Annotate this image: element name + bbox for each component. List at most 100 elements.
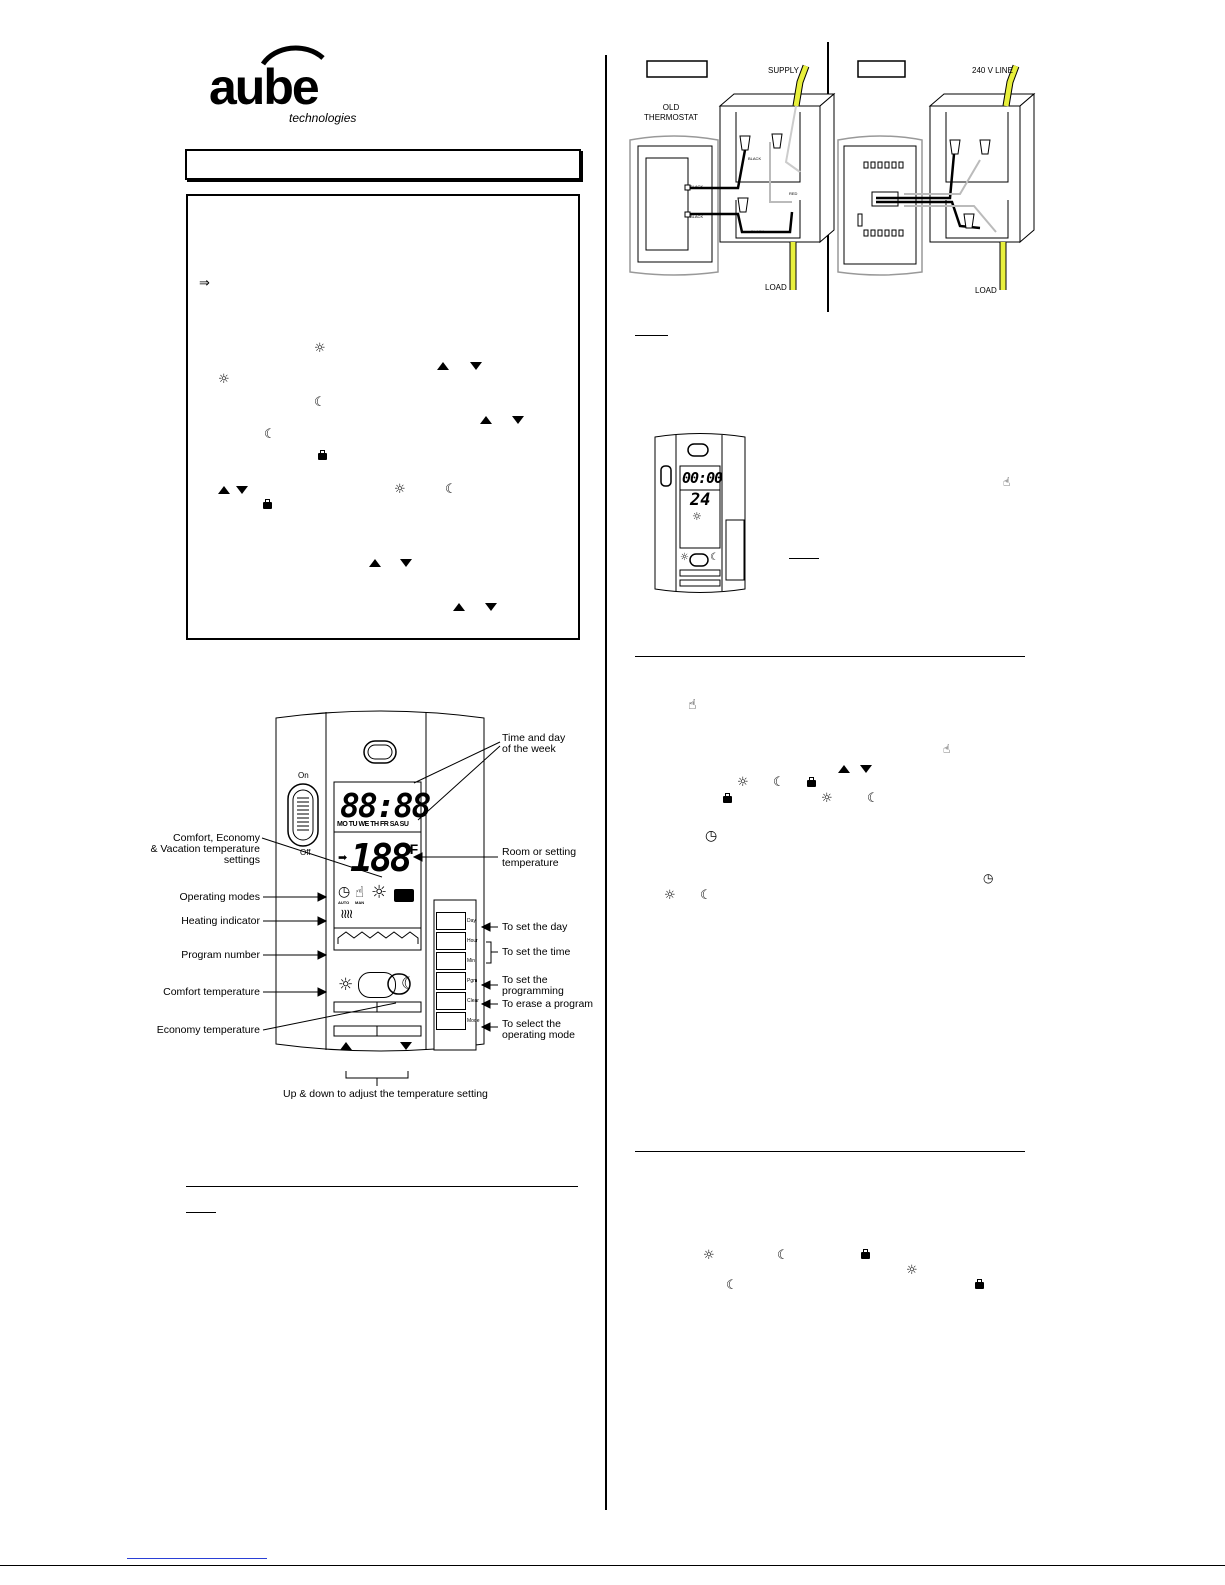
vacation-icon xyxy=(861,1249,870,1259)
link-underline[interactable] xyxy=(127,1558,267,1559)
wire-black-label: BLACK xyxy=(690,214,704,219)
switch-on-label: On xyxy=(298,771,309,780)
vacation-icon xyxy=(975,1279,984,1289)
label-economy-temperature: Economy temperature xyxy=(156,1024,260,1036)
mode-man-label: MAN xyxy=(355,900,365,905)
moon-icon: ☾ xyxy=(726,1278,738,1293)
thermostat-diagram: On Off 88:88 MO TU WE TH FR SA SU ➡ 188 … xyxy=(270,708,490,1056)
clear-button[interactable] xyxy=(436,992,466,1010)
down-button[interactable] xyxy=(400,1042,412,1050)
pgm-button-label: Pgm xyxy=(467,978,478,984)
up-arrow-icon xyxy=(437,362,449,370)
divider xyxy=(186,1186,578,1187)
moon-icon: ☾ xyxy=(777,1248,789,1263)
lcd-arrow-icon: ➡ xyxy=(338,852,348,864)
pgm-button[interactable] xyxy=(436,972,466,990)
logo-tagline: technologies xyxy=(289,111,357,125)
label-room-setting: Room or setting temperature xyxy=(502,846,577,869)
wiring-line-label: 240 V LINE xyxy=(972,66,1013,75)
hand-icon: ☝ xyxy=(688,697,697,713)
sun-icon: ☼ xyxy=(703,1248,715,1263)
label-up-down: Up & down to adjust the temperature sett… xyxy=(283,1088,488,1100)
sun-icon: ☼ xyxy=(737,775,749,790)
mini-temp: 24 xyxy=(690,490,711,510)
clock-icon: ◷ xyxy=(983,871,994,885)
title-bar xyxy=(185,149,581,180)
label-operating-modes: Operating modes xyxy=(179,891,260,903)
comfort-sun-icon: ☼ xyxy=(338,975,354,995)
moon-icon: ☾ xyxy=(314,395,326,410)
down-arrow-icon xyxy=(236,486,248,494)
hand-icon: ☝ xyxy=(1003,475,1011,489)
logo: aube technologies xyxy=(205,40,365,130)
lcd-temperature: 188 xyxy=(350,836,413,880)
lcd-clock: 88:88 xyxy=(340,786,431,825)
wiring-diagram xyxy=(629,42,1036,312)
hour-button[interactable] xyxy=(436,932,466,950)
wiring-load-right-label: LOAD xyxy=(975,286,997,295)
up-arrow-icon xyxy=(480,416,492,424)
label-select-mode: To select the operating mode xyxy=(502,1018,575,1041)
up-arrow-icon xyxy=(453,603,465,611)
clock-icon: ◷ xyxy=(338,884,351,900)
up-arrow-icon xyxy=(838,765,850,773)
day-button[interactable] xyxy=(436,912,466,930)
clock-icon: ◷ xyxy=(705,828,718,844)
min-button[interactable] xyxy=(436,952,466,970)
oval-button[interactable] xyxy=(358,972,396,998)
day-button-label: Day xyxy=(467,918,476,924)
old-thermostat-label: OLD THERMOSTAT xyxy=(644,103,698,122)
hand-icon: ☝ xyxy=(943,742,951,756)
up-arrow-icon xyxy=(218,486,230,494)
mini-economy-icon: ☾ xyxy=(710,552,719,563)
sun-icon: ☼ xyxy=(218,372,230,387)
logo-word: aube xyxy=(209,59,320,115)
label-time-day: Time and day of the week xyxy=(502,732,566,755)
heating-icon: ≀≀≀≀ xyxy=(340,907,353,922)
mode-auto-label: AUTO xyxy=(338,900,350,905)
clear-button-label: Clear xyxy=(467,998,479,1004)
up-arrow-icon xyxy=(369,559,381,567)
moon-icon: ☾ xyxy=(264,427,276,442)
wiring-supply-label: SUPPLY xyxy=(768,66,799,75)
info-box xyxy=(186,194,580,640)
label-heating-indicator: Heating indicator xyxy=(181,915,260,927)
vacation-icon xyxy=(807,777,816,787)
label-comfort-economy-vacation: Comfort, Economy & Vacation temperature … xyxy=(150,832,260,866)
label-set-programming: To set the programming xyxy=(502,974,564,997)
moon-icon: ☾ xyxy=(773,775,785,790)
column-divider xyxy=(605,55,607,1510)
moon-icon: ☾ xyxy=(867,791,879,806)
down-arrow-icon xyxy=(470,362,482,370)
down-arrow-icon xyxy=(400,559,412,567)
sun-icon: ☼ xyxy=(394,482,406,497)
underline xyxy=(635,335,668,336)
hand-icon: ☝ xyxy=(355,883,365,901)
sun-icon: ☼ xyxy=(664,888,676,903)
down-arrow-icon xyxy=(485,603,497,611)
wire-black-label: BLACK xyxy=(751,229,765,234)
page-bottom-rule xyxy=(0,1565,1225,1566)
label-program-number: Program number xyxy=(181,949,260,961)
moon-icon: ☾ xyxy=(445,482,457,497)
mini-comfort-icon: ☼ xyxy=(680,552,689,563)
down-arrow-icon xyxy=(860,765,872,773)
economy-moon-icon: ☾ xyxy=(401,974,417,994)
wire-black-label: BLACK xyxy=(690,184,704,189)
lcd-sun-icon: ☼ xyxy=(371,882,388,903)
mode-button[interactable] xyxy=(436,1012,466,1030)
mini-thermostat: 00:00 24 ☼ ☼ ☾ xyxy=(652,432,748,594)
wire-black-label: BLACK xyxy=(748,156,762,161)
logo-swoosh-icon xyxy=(260,45,325,66)
mini-sun-icon: ☼ xyxy=(692,510,702,523)
min-button-label: Min xyxy=(467,958,476,964)
label-comfort-temperature: Comfort temperature xyxy=(163,986,260,998)
label-set-time: To set the time xyxy=(502,946,571,958)
vacation-icon xyxy=(263,499,272,509)
up-button[interactable] xyxy=(340,1042,352,1050)
vacation-icon xyxy=(723,793,732,803)
wire-red-label: RED xyxy=(789,191,798,196)
moon-icon: ☾ xyxy=(700,888,712,903)
mini-clock: 00:00 xyxy=(682,469,723,487)
